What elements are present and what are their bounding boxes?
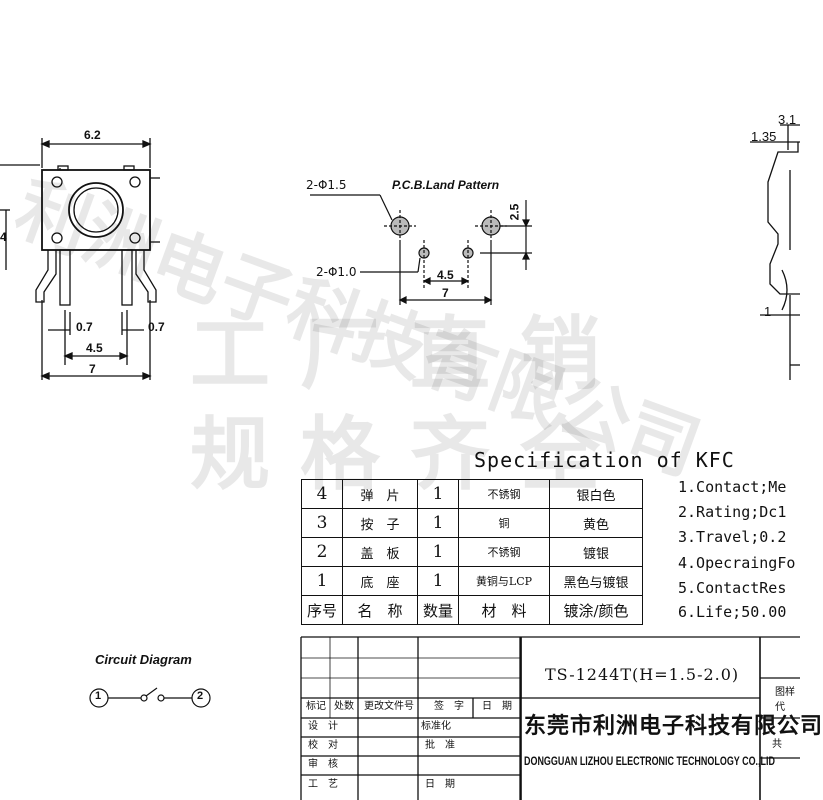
bom-name: 按 子 — [342, 508, 418, 538]
spec-item-5: 5.ContactRes — [678, 579, 787, 597]
title-company-en: DONGGUAN LIZHOU ELECTRONIC TECHNOLOGY CO… — [524, 756, 776, 768]
tb-date: 日 期 — [425, 779, 455, 790]
pcb-hole-small: 2-Φ1.0 — [316, 265, 357, 279]
table-header-row: 序号 名 称 数量 材 料 镀涂/颜色 — [301, 595, 643, 625]
spec-item-3: 3.Travel;0.2 — [678, 528, 787, 546]
side-dim-bottom: 1 — [764, 304, 772, 319]
title-company-cn: 东莞市利洲电子科技有限公司 — [524, 713, 823, 738]
side-dim-offset: 1.35 — [751, 129, 777, 144]
tb-col-sign: 签 字 — [434, 701, 464, 712]
tb-std: 标准化 — [421, 721, 451, 732]
front-dim-pin-spacing: 4.5 — [86, 341, 103, 355]
pcb-land-pattern-drawing — [310, 194, 532, 305]
bom-header-finish: 镀涂/颜色 — [549, 595, 643, 625]
front-dim-left-offset: 0.7 — [76, 320, 93, 334]
pcb-hole-large: 2-Φ1.5 — [306, 178, 347, 192]
front-dim-side-partial: 4 — [0, 230, 7, 244]
side-view-drawing — [750, 124, 800, 380]
title-model: TS-1244T(H=1.5-2.0) — [545, 665, 740, 684]
front-view-drawing — [0, 138, 160, 380]
circuit-title: Circuit Diagram — [95, 652, 192, 667]
tb-row-craft: 工 艺 — [308, 779, 338, 790]
bom-header-name: 名 称 — [342, 595, 418, 625]
spec-item-2: 2.Rating;Dc1 — [678, 503, 787, 521]
circuit-pin-2: 2 — [197, 690, 204, 702]
tb-col-date: 日 期 — [482, 701, 512, 712]
pcb-title: P.C.B.Land Pattern — [392, 178, 500, 192]
bom-header-no: 序号 — [301, 595, 343, 625]
tb-approve: 批 准 — [425, 740, 455, 751]
title-block-frame — [300, 636, 800, 800]
bom-finish: 黄色 — [549, 508, 643, 538]
bom-name: 盖 板 — [342, 537, 418, 567]
table-row: 2 盖 板 1 不锈钢 镀银 — [301, 537, 643, 567]
tb-total: 共 — [772, 739, 782, 750]
pcb-dim-vertical: 2.5 — [507, 203, 522, 221]
front-dim-width: 6.2 — [84, 128, 101, 142]
bom-material: 不锈钢 — [458, 537, 550, 567]
bom-no: 3 — [301, 508, 343, 538]
tb-row-review: 审 核 — [308, 759, 338, 770]
table-row: 4 弹 片 1 不锈钢 银白色 — [301, 479, 643, 509]
side-dim-top: 3.1 — [778, 112, 797, 127]
bom-finish: 银白色 — [549, 479, 643, 509]
bom-qty: 1 — [417, 508, 459, 538]
table-row: 3 按 子 1 铜 黄色 — [301, 508, 643, 538]
pcb-dim-outer: 7 — [442, 286, 449, 300]
spec-item-1: 1.Contact;Me — [678, 478, 787, 496]
bom-qty: 1 — [417, 479, 459, 509]
bom-material: 铜 — [458, 508, 550, 538]
bom-material: 不锈钢 — [458, 479, 550, 509]
tb-col-mark: 标记 — [306, 701, 326, 712]
pcb-dim-inner: 4.5 — [437, 268, 454, 282]
bom-material: 黄铜与LCP — [458, 566, 550, 596]
bom-finish: 黑色与镀银 — [549, 566, 643, 596]
tb-row-design: 设 计 — [308, 721, 338, 732]
spec-item-4: 4.OpecraingFo — [678, 554, 796, 572]
circuit-pin-1: 1 — [95, 690, 102, 702]
tb-col-place: 处数 — [334, 701, 354, 712]
front-dim-pitch: 7 — [89, 362, 96, 376]
front-dim-right-offset: 0.7 — [148, 320, 165, 334]
circuit-diagram — [89, 687, 211, 708]
bom-header-material: 材 料 — [458, 595, 550, 625]
bom-qty: 1 — [417, 537, 459, 567]
bom-qty: 1 — [417, 566, 459, 596]
tb-drawing-no: 图样代 — [775, 687, 795, 713]
spec-title: Specification of KFC — [474, 448, 735, 472]
table-row: 1 底 座 1 黄铜与LCP 黑色与镀银 — [301, 566, 643, 596]
bom-table: 4 弹 片 1 不锈钢 银白色 3 按 子 1 铜 黄色 2 盖 板 1 不锈钢… — [301, 479, 643, 625]
bom-name: 弹 片 — [342, 479, 418, 509]
tb-col-doc: 更改文件号 — [364, 701, 414, 712]
bom-no: 4 — [301, 479, 343, 509]
bom-name: 底 座 — [342, 566, 418, 596]
bom-no: 1 — [301, 566, 343, 596]
bom-no: 2 — [301, 537, 343, 567]
watermark-factory: 工厂直销 — [190, 307, 630, 401]
tb-row-check: 校 对 — [308, 740, 338, 751]
bom-header-qty: 数量 — [417, 595, 459, 625]
bom-finish: 镀银 — [549, 537, 643, 567]
spec-item-6: 6.Life;50.00 — [678, 603, 787, 621]
